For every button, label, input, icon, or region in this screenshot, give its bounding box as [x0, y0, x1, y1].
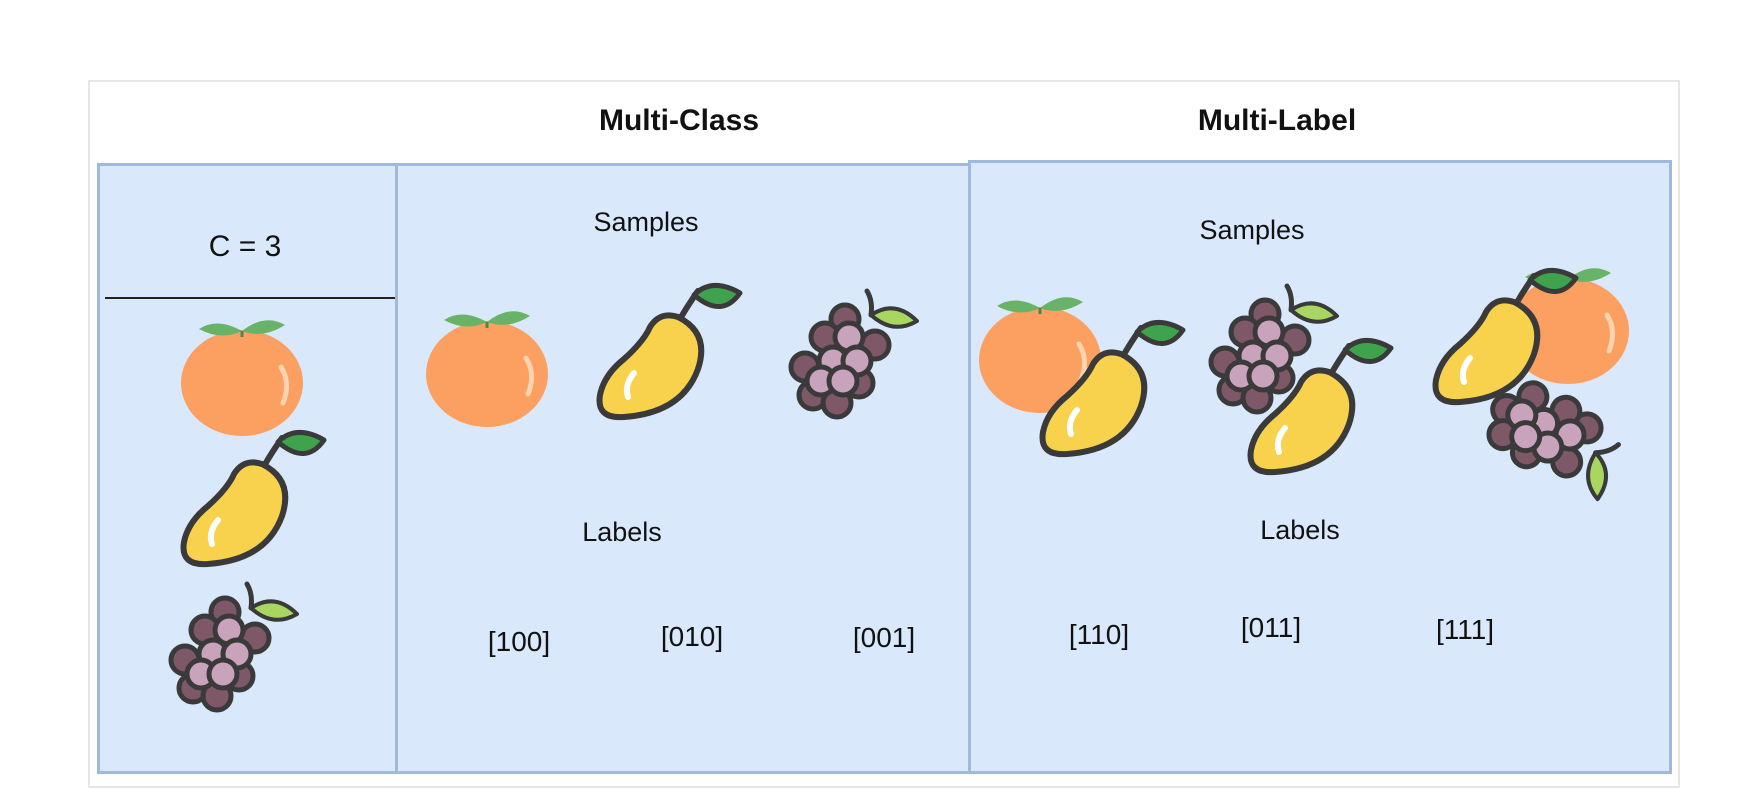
orange-icon — [177, 307, 307, 437]
mango-icon — [594, 275, 744, 425]
multi-class-labels-title: Labels — [582, 517, 662, 547]
multi-label-label-1: [110] — [1068, 619, 1130, 650]
multi-label-samples-title: Samples — [1199, 215, 1305, 245]
grapes-icon — [1472, 361, 1634, 523]
class-count-label: C = 3 — [208, 230, 282, 263]
multi-class-label-3: [001] — [852, 622, 916, 653]
multi-class-label-2: [010] — [660, 621, 724, 652]
multi-label-labels-title: Labels — [1260, 515, 1340, 545]
mango-icon — [178, 422, 328, 572]
multi-label-heading: Multi-Label — [1197, 104, 1357, 137]
grapes-icon — [783, 285, 923, 425]
orange-icon — [422, 298, 552, 428]
grapes-icon — [163, 578, 303, 718]
multi-class-heading: Multi-Class — [598, 104, 760, 137]
multi-class-samples-title: Samples — [593, 207, 699, 237]
multi-label-label-3: [111] — [1435, 614, 1495, 645]
class-divider — [105, 297, 397, 299]
multi-label-label-2: [011] — [1240, 612, 1302, 643]
multi-class-panel — [395, 163, 971, 774]
mango-icon — [1037, 312, 1187, 462]
multi-class-label-1: [100] — [487, 626, 551, 657]
mango-icon — [1245, 330, 1395, 480]
